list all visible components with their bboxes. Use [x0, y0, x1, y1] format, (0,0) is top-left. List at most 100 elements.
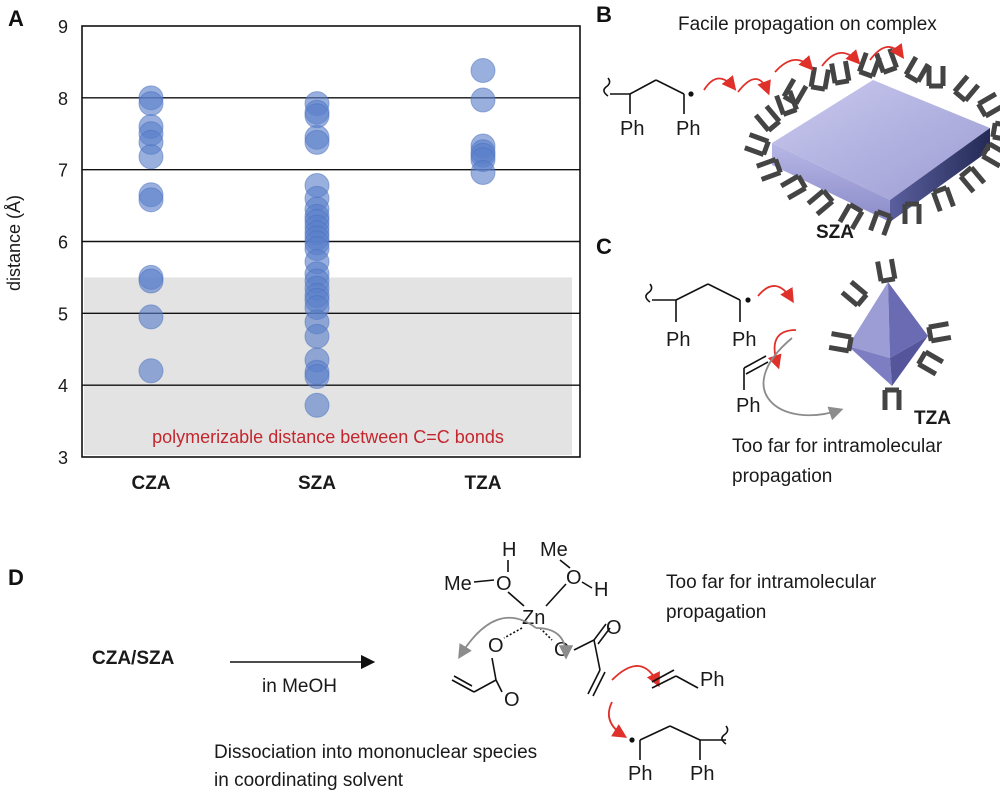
data-point: [138, 144, 164, 170]
y-tick-label: 8: [58, 89, 68, 109]
ph-label-left: Ph: [620, 118, 644, 140]
ligand-glyph: [874, 47, 899, 75]
data-point: [304, 364, 330, 390]
ligand-glyph: [743, 132, 771, 157]
complex-arrows: [458, 616, 660, 738]
x-tick-label: SZA: [298, 473, 336, 494]
panel-d-note-line2: propagation: [666, 602, 766, 623]
tza-label: TZA: [914, 408, 951, 429]
sza-label: SZA: [816, 222, 854, 240]
band-label: polymerizable distance between C=C bonds: [152, 427, 504, 447]
atom-o6: O: [606, 617, 622, 639]
data-point: [470, 87, 496, 113]
ph-label-left: Ph: [628, 763, 652, 785]
propagation-arrows: [703, 43, 905, 96]
ligand-glyph: [774, 89, 799, 117]
styrene-monomer: [651, 669, 699, 689]
data-point: [138, 91, 164, 117]
acrylate-ligands: [828, 258, 952, 410]
x-tick-label: CZA: [131, 473, 170, 494]
ligand-glyph: [806, 188, 835, 217]
ligand-glyph: [916, 349, 945, 377]
data-point: [138, 268, 164, 294]
panel-b-title: Facile propagation on complex: [678, 14, 937, 35]
ligand-glyph: [829, 60, 852, 86]
ph-label-right: Ph: [676, 118, 700, 140]
ligand-glyph: [931, 185, 956, 213]
atom-o3: O: [488, 635, 504, 657]
panel-d-bottom-line1: Dissociation into mononuclear species: [214, 742, 537, 763]
ligand-glyph: [840, 279, 869, 308]
panel-d-bottom-line2: in coordinating solvent: [214, 770, 404, 791]
ligand-glyph: [828, 331, 854, 354]
ligand-glyph: [882, 387, 902, 410]
panel-c-note-line2: propagation: [732, 466, 832, 487]
panel-label-b: B: [596, 2, 612, 27]
data-point: [304, 392, 330, 418]
ph-label-right: Ph: [732, 329, 756, 351]
panel-label-d: D: [8, 565, 24, 590]
y-tick-label: 3: [58, 448, 68, 468]
atom-me2: Me: [540, 539, 568, 561]
y-tick-label: 7: [58, 161, 68, 181]
polymer-chain-radical: [645, 283, 751, 322]
ligand-glyph: [875, 258, 898, 284]
polymer-chain-radical: [629, 725, 729, 760]
plot-frame: [81, 25, 581, 458]
ligand-glyph: [902, 201, 922, 224]
reactant-label: CZA/SZA: [92, 648, 175, 669]
atom-o4: O: [554, 639, 570, 661]
ligand-glyph: [980, 141, 1000, 169]
data-point: [470, 58, 496, 84]
ligand-glyph: [755, 157, 783, 182]
ligand-glyph: [837, 202, 865, 231]
acrylate-ligands: [743, 47, 1000, 237]
data-point: [138, 358, 164, 384]
ligand-glyph: [779, 173, 808, 201]
panel-label-c: C: [596, 234, 612, 259]
data-point: [304, 129, 330, 155]
ph-label-right: Ph: [690, 763, 714, 785]
data-point: [304, 323, 330, 349]
sza-crystal-block: [772, 80, 990, 222]
tza-octahedron: [848, 282, 928, 386]
y-axis-label: distance (Å): [4, 195, 24, 291]
propagation-arrows: [757, 285, 844, 421]
panel-d-note-line1: Too far for intramolecular: [666, 572, 877, 593]
ligand-glyph: [958, 165, 987, 194]
zinc-complex-bonds: [451, 559, 611, 697]
panel-c-note-line1: Too far for intramolecular: [732, 436, 943, 457]
y-tick-label: 5: [58, 304, 68, 324]
atom-o2: O: [566, 567, 582, 589]
data-point: [470, 160, 496, 186]
atom-h1: H: [502, 539, 516, 561]
data-point: [138, 187, 164, 213]
panel-c-tza-scheme: Ph Ph Ph TZA Too far for intramolecular …: [645, 258, 952, 487]
atom-h2: H: [594, 579, 608, 601]
ligand-glyph: [926, 66, 946, 89]
atom-o5: O: [504, 689, 520, 711]
ligand-glyph: [976, 91, 1000, 119]
y-tick-label: 9: [58, 17, 68, 37]
panel-label-a: A: [8, 6, 24, 31]
data-point: [304, 103, 330, 129]
ph-label-styrene: Ph: [700, 669, 724, 691]
ligand-glyph: [926, 321, 952, 344]
ph-label-styrene: Ph: [736, 395, 760, 417]
ligand-glyph: [952, 74, 981, 103]
y-tick-label: 4: [58, 376, 68, 396]
atom-o1: O: [496, 573, 512, 595]
ligand-glyph: [808, 66, 831, 92]
atom-me1: Me: [444, 573, 472, 595]
y-tick-label: 6: [58, 233, 68, 253]
polymer-chain-radical: [603, 77, 694, 114]
reaction-condition: in MeOH: [262, 676, 337, 697]
ligand-glyph: [868, 209, 893, 237]
distance-scatter-chart: 3 4 5 6 7 8 9 CZA SZA TZA polymerizable distance…: [4, 17, 581, 494]
x-tick-label: TZA: [465, 473, 502, 494]
panel-b-sza-scheme: Facile propagation on complex Ph Ph SZA: [603, 14, 1000, 240]
ligand-glyph: [990, 120, 1000, 141]
data-point: [138, 304, 164, 330]
ph-label-left: Ph: [666, 329, 690, 351]
styrene-monomer: [743, 355, 769, 390]
